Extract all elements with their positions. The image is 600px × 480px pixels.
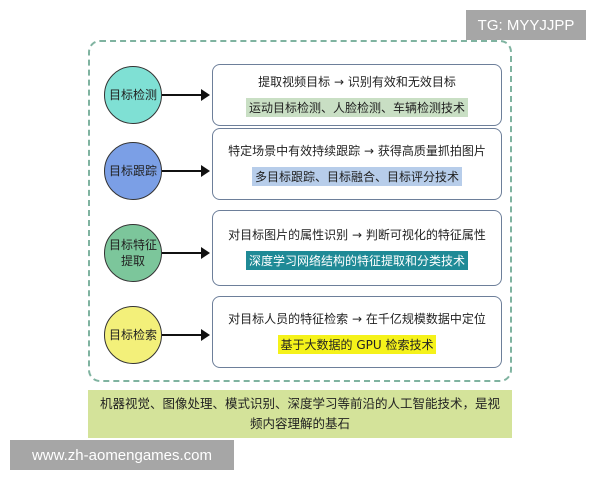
watermark-url-text: www.zh-aomengames.com [31,446,213,464]
technique-highlight: 多目标跟踪、目标融合、目标评分技术 [251,167,462,186]
node-target-tracking: 目标跟踪 [104,142,162,200]
description: 提取视频目标 → 识别有效和无效目标 [258,75,456,89]
row-target-tracking: 目标跟踪 特定场景中有效持续跟踪 → 获得高质量抓拍图片 多目标跟踪、目标融合、… [0,128,600,208]
watermark-url: www.zh-aomengames.com [10,440,234,470]
arrow-icon [162,247,210,259]
row-target-retrieval: 目标检索 对目标人员的特征检索 → 在千亿规模数据中定位 基于大数据的 GPU … [0,292,600,372]
dashed-frame [88,40,512,382]
node-label: 目标跟踪 [108,164,157,178]
watermark-tg: TG: MYYJJPP [466,10,586,40]
detail-box-feature-extraction: 对目标图片的属性识别 → 判断可视化的特征属性 深度学习网络结构的特征提取和分类… [212,210,502,286]
summary-text: 机器视觉、图像处理、模式识别、深度学习等前沿的人工智能技术，是视频内容理解的基石 [100,396,501,431]
technique-highlight: 深度学习网络结构的特征提取和分类技术 [245,251,468,270]
node-target-detection: 目标检测 [104,66,162,124]
summary-banner: 机器视觉、图像处理、模式识别、深度学习等前沿的人工智能技术，是视频内容理解的基石 [88,390,512,438]
detail-box-target-tracking: 特定场景中有效持续跟踪 → 获得高质量抓拍图片 多目标跟踪、目标融合、目标评分技… [212,128,502,200]
arrow-icon [162,165,210,177]
row-feature-extraction: 目标特征 提取 对目标图片的属性识别 → 判断可视化的特征属性 深度学习网络结构… [0,210,600,290]
arrow-icon [162,329,210,341]
node-label: 目标检测 [108,88,157,102]
row-target-detection: 目标检测 提取视频目标 → 识别有效和无效目标 运动目标检测、人脸检测、车辆检测… [0,52,600,132]
description: 对目标人员的特征检索 → 在千亿规模数据中定位 [228,312,486,326]
node-feature-extraction: 目标特征 提取 [104,224,162,282]
node-label-line2: 提取 [120,254,145,268]
detail-box-target-detection: 提取视频目标 → 识别有效和无效目标 运动目标检测、人脸检测、车辆检测技术 [212,64,502,126]
node-label-line1: 目标特征 [108,238,157,252]
description: 对目标图片的属性识别 → 判断可视化的特征属性 [228,228,486,242]
node-label: 目标检索 [108,328,157,342]
node-target-retrieval: 目标检索 [104,306,162,364]
description: 特定场景中有效持续跟踪 → 获得高质量抓拍图片 [228,144,486,158]
technique-highlight: 基于大数据的 GPU 检索技术 [277,335,437,354]
arrow-icon [162,89,210,101]
detail-box-target-retrieval: 对目标人员的特征检索 → 在千亿规模数据中定位 基于大数据的 GPU 检索技术 [212,296,502,368]
technique-highlight: 运动目标检测、人脸检测、车辆检测技术 [245,98,468,117]
watermark-tg-text: TG: MYYJJPP [477,16,575,34]
